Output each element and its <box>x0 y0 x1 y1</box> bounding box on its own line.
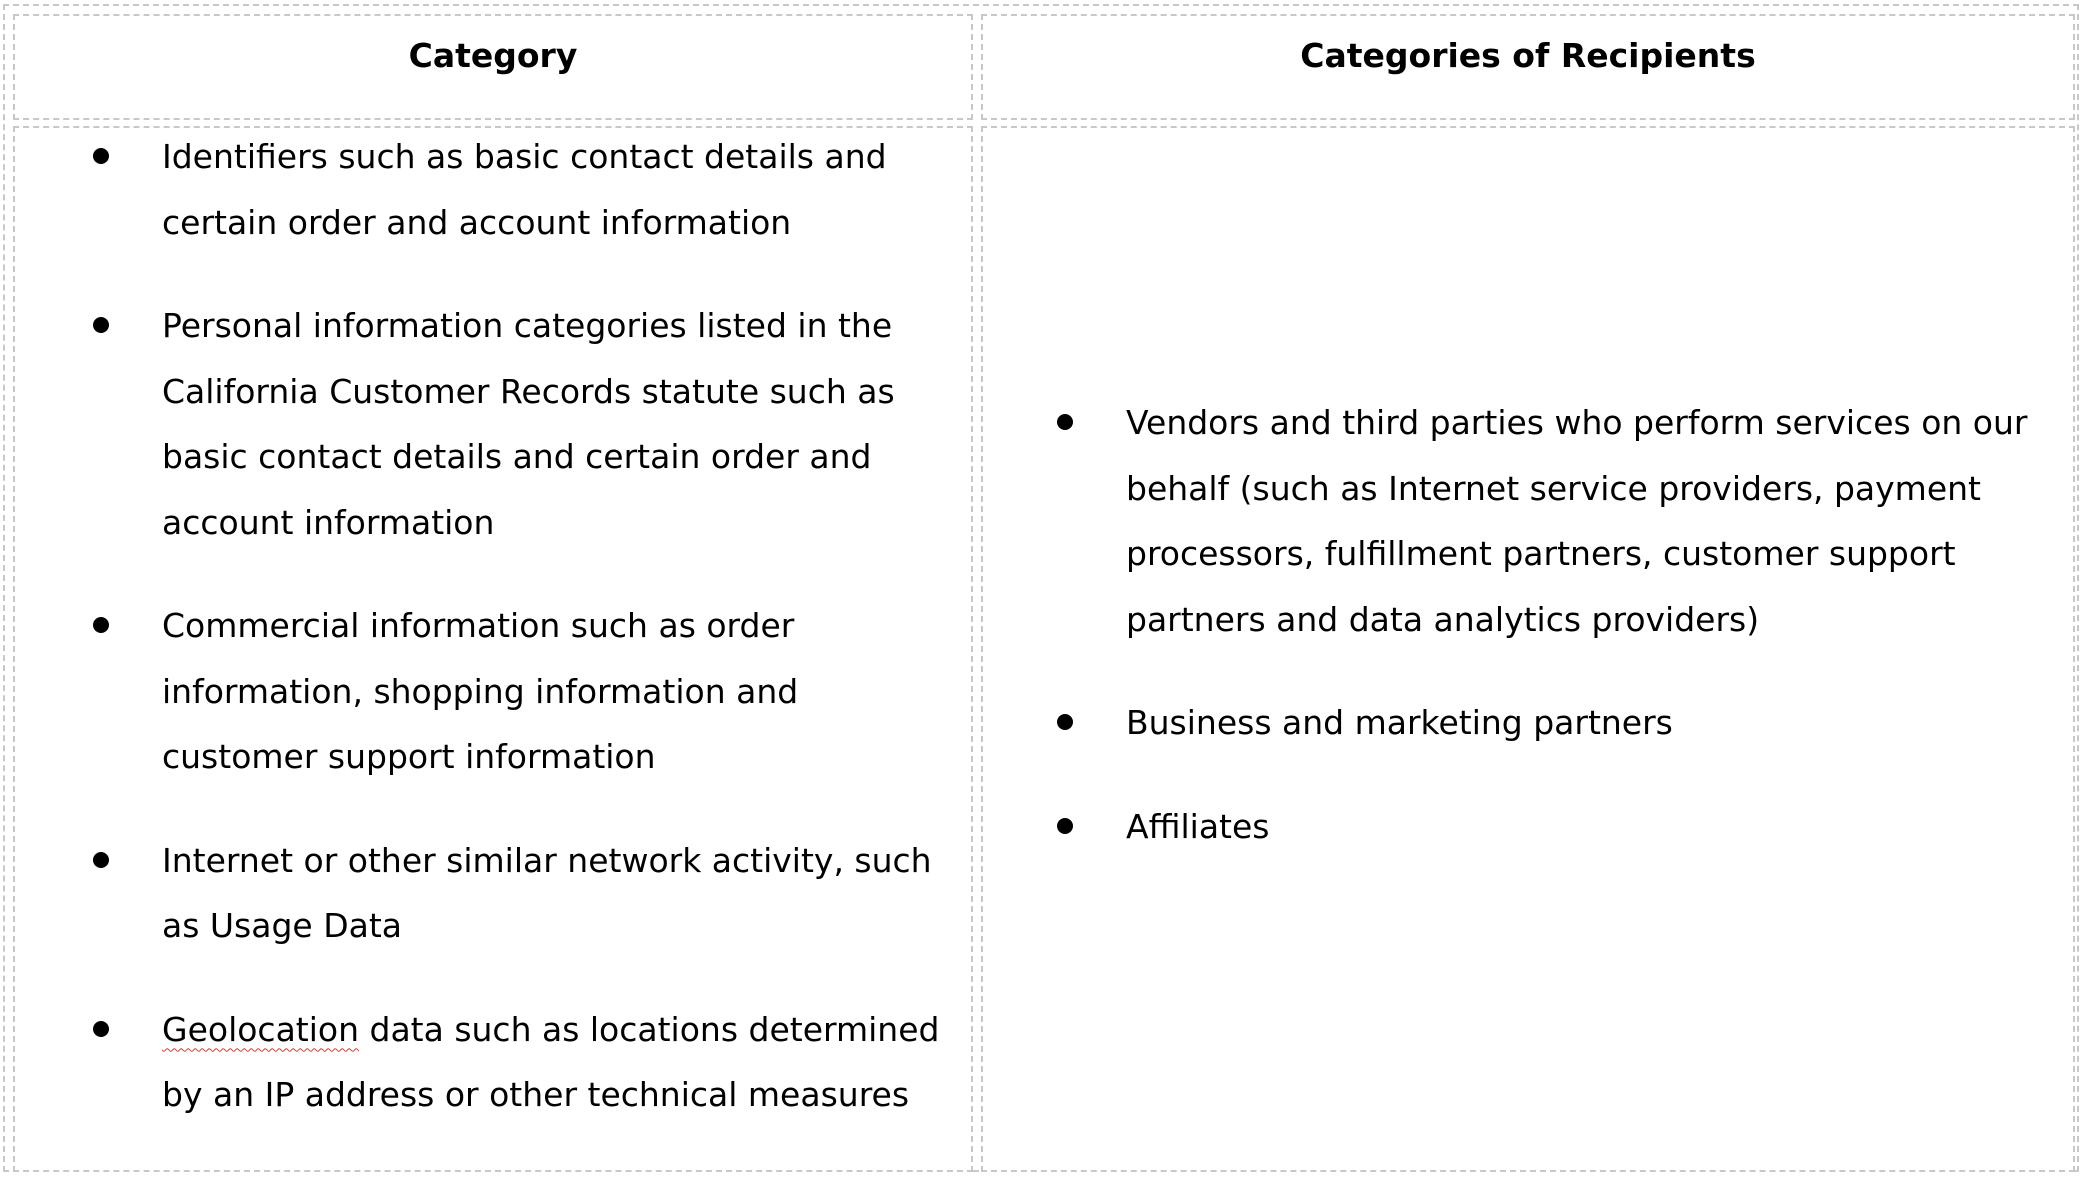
bullet-icon <box>93 317 109 333</box>
category-list: Identifiers such as basic contact detail… <box>93 124 962 1166</box>
list-item: Business and marketing partners <box>1057 690 2076 756</box>
list-item: Commercial information such as order inf… <box>93 593 962 790</box>
column-header-category: Category <box>408 36 578 75</box>
category-cell <box>13 126 973 1172</box>
bullet-icon <box>93 148 109 164</box>
list-item: Internet or other similar network activi… <box>93 828 962 959</box>
recipients-cell <box>981 126 2075 1172</box>
bullet-icon <box>93 1020 109 1037</box>
category-item-text: Commercial information such as order inf… <box>162 606 799 776</box>
header-cell-recipients: Categories of Recipients <box>981 14 2075 120</box>
category-item-text: Personal information categories listed i… <box>162 306 895 542</box>
category-item-text: data such as locations determined by an … <box>162 1009 940 1115</box>
recipient-item-text: Vendors and third parties who perform se… <box>1126 403 2028 639</box>
bullet-icon <box>1057 414 1073 430</box>
recipients-list: Vendors and third parties who perform se… <box>1057 390 2076 897</box>
column-header-recipients: Categories of Recipients <box>1300 36 1756 75</box>
bullet-icon <box>93 617 109 633</box>
bullet-icon <box>93 851 109 868</box>
list-item: Identifiers such as basic contact detail… <box>93 124 962 255</box>
list-item: Vendors and third parties who perform se… <box>1057 390 2076 652</box>
list-item: Affiliates <box>1057 794 2076 860</box>
category-item-text: Internet or other similar network activi… <box>162 840 932 946</box>
list-item: Personal information categories listed i… <box>93 293 962 555</box>
spellcheck-flagged-word[interactable]: Geolocation <box>162 1009 360 1049</box>
data-sharing-table: Category Categories of Recipients <box>3 4 2079 1172</box>
category-item-text: Identifiers such as basic contact detail… <box>162 137 887 242</box>
bullet-icon <box>1057 714 1073 730</box>
header-cell-category: Category <box>13 14 973 120</box>
recipient-item-text: Affiliates <box>1126 806 1270 846</box>
bullet-icon <box>1057 817 1073 834</box>
list-item: Geolocation data such as locations deter… <box>93 997 962 1128</box>
recipient-item-text: Business and marketing partners <box>1126 703 1673 742</box>
